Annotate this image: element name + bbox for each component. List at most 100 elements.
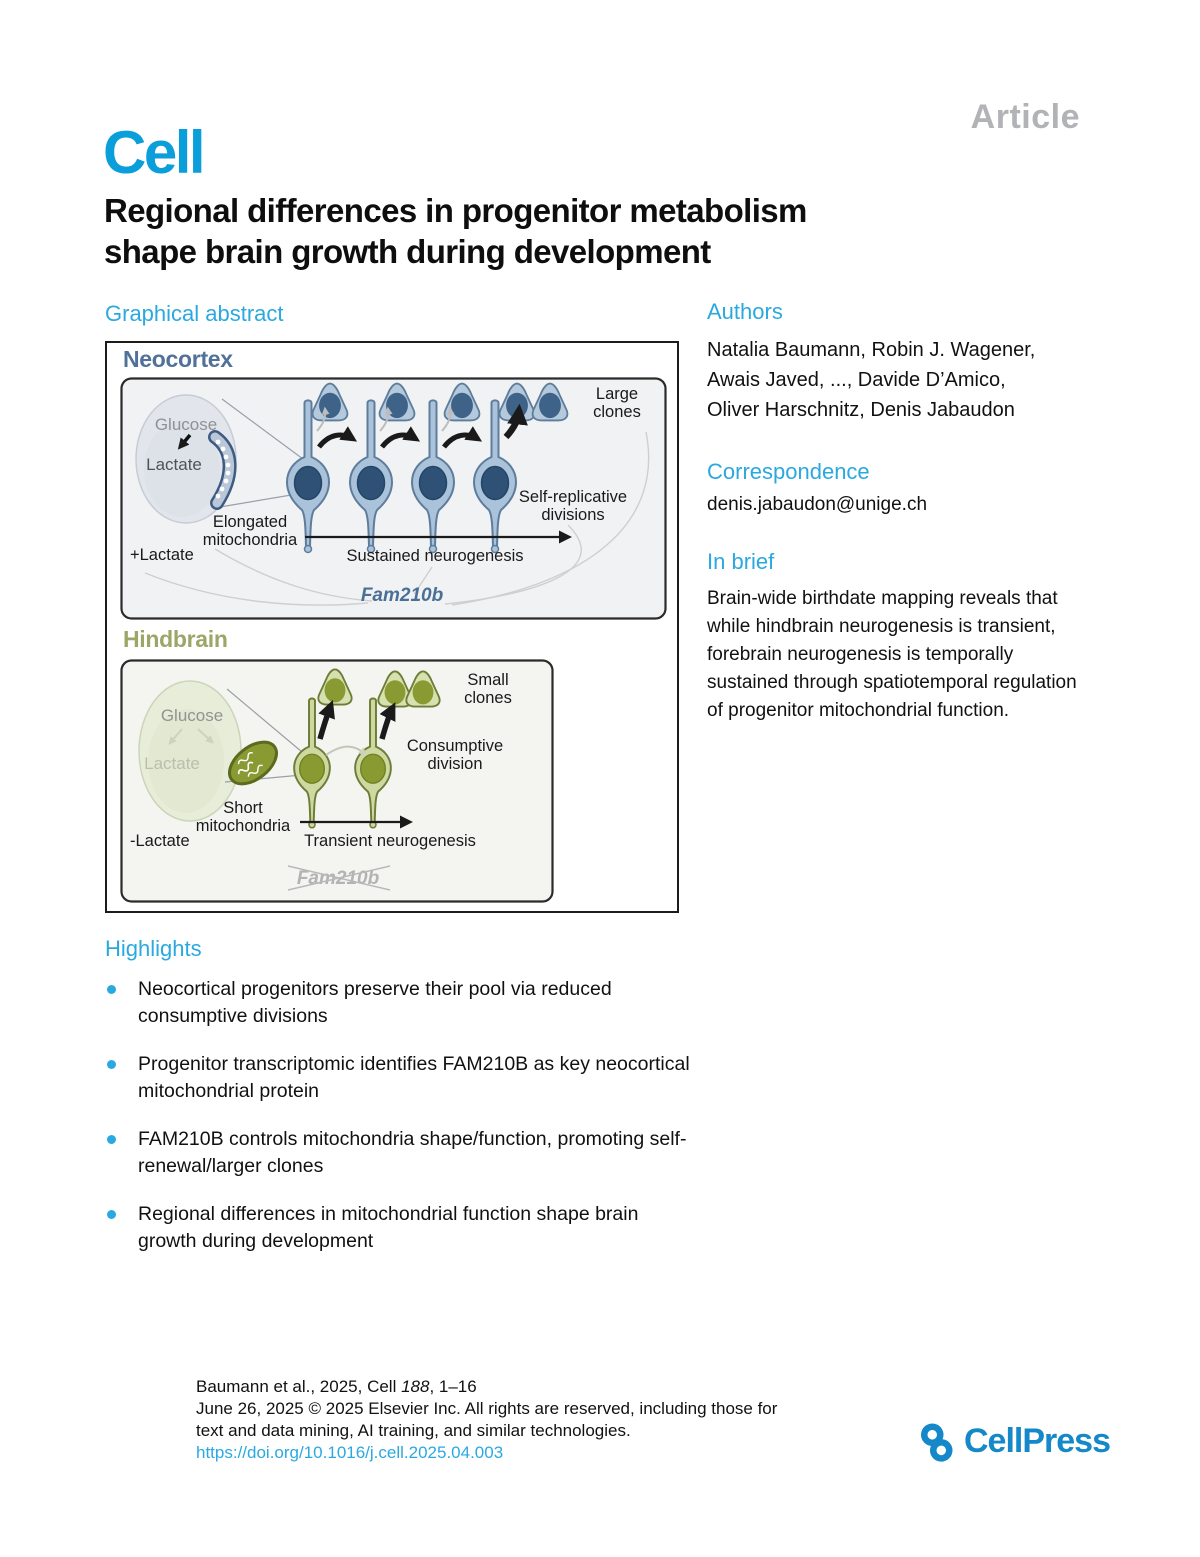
hindbrain-panel-title: Hindbrain [123, 626, 228, 652]
fam210b-crossed-out: Fam210b [287, 865, 391, 891]
cellpress-logo: CellPress [912, 1418, 1111, 1468]
hind-lactate-label: Lactate [144, 754, 200, 773]
nucleus [386, 392, 408, 419]
neuron-cell [405, 670, 441, 708]
short-mitochondria-label: mitochondria [196, 817, 291, 835]
elongated-mitochondria-label: Elongated [213, 513, 287, 531]
footer-citation-block: Baumann et al., 2025, Cell 188, 1–16 Jun… [196, 1376, 836, 1464]
highlights-heading: Highlights [105, 936, 202, 961]
highlight-item: FAM210B controls mitochondria shape/func… [105, 1126, 698, 1180]
highlights-section: Highlights Neocortical progenitors prese… [105, 936, 705, 1276]
highlight-item: Progenitor transcriptomic identifies FAM… [105, 1051, 698, 1105]
dot-icon [107, 1135, 116, 1144]
neo-lactate-label: Lactate [146, 455, 202, 474]
authors-heading: Authors [707, 299, 783, 324]
nucleus [359, 753, 387, 784]
nucleus [324, 678, 346, 703]
cell-journal-logo: Cell [103, 119, 206, 186]
progenitor-cell [285, 399, 331, 554]
neocortex-panel-frame [120, 377, 667, 620]
cellpress-wordmark: CellPress [964, 1422, 1111, 1460]
nucleus [480, 465, 510, 501]
nucleus [384, 680, 406, 705]
highlight-item: Regional differences in mitochondrial fu… [105, 1201, 698, 1255]
fam210b-gene-label: Fam210b [361, 585, 444, 606]
progenitor-cell [472, 399, 518, 554]
progenitor-cell [348, 399, 394, 554]
small-clones-label: Small [467, 671, 508, 689]
self-replicative-label: Self-replicative [519, 488, 627, 506]
citation-pre: Baumann et al., 2025, Cell [196, 1377, 402, 1396]
in-brief-heading: In brief [707, 549, 775, 574]
magnified-cell: Glucose Lactate [135, 394, 304, 524]
author-line: Awais Javed, ..., Davide D’Amico, [707, 369, 1006, 391]
sustained-neurogenesis-label: Sustained neurogenesis [346, 547, 523, 565]
short-mitochondria-label: Short [223, 799, 263, 817]
plus-lactate-label: +Lactate [130, 546, 194, 564]
small-clones-label: clones [464, 689, 512, 707]
paper-title-line1: Regional differences in progenitor metab… [104, 192, 807, 229]
metadata-column: Authors Natalia Baumann, Robin J. Wagene… [707, 299, 1107, 725]
highlights-list: Neocortical progenitors preserve their p… [105, 976, 705, 1255]
neuron-cells [317, 668, 441, 708]
consumptive-division-label: Consumptive [407, 737, 503, 755]
zoom-callout-line [221, 398, 304, 460]
author-line: Natalia Baumann, Robin J. Wagener, [707, 339, 1036, 361]
neo-glucose-label: Glucose [155, 415, 217, 434]
large-clones-label: Large [596, 385, 638, 403]
doi-link[interactable]: https://doi.org/10.1016/j.cell.2025.04.0… [196, 1443, 504, 1462]
self-replication-arrows [317, 403, 528, 449]
nucleus [356, 465, 386, 501]
neocortex-panel-title: Neocortex [123, 346, 233, 372]
neuron-cell [311, 382, 349, 422]
nucleus [451, 392, 473, 419]
author-names: Natalia Baumann, Robin J. Wagener, Awais… [707, 335, 1107, 425]
nucleus [418, 465, 448, 501]
dot-icon [107, 985, 116, 994]
magnified-cell: Glucose Lactate [138, 680, 303, 822]
in-brief-text: Brain-wide birthdate mapping reveals tha… [707, 588, 1077, 721]
graphical-abstract-box: Neocortex [105, 341, 679, 913]
progenitor-cells [285, 399, 518, 554]
short-mitochondria-icon [228, 740, 278, 786]
hind-glucose-label: Glucose [161, 706, 223, 725]
highlight-item: Neocortical progenitors preserve their p… [105, 976, 698, 1030]
transient-neurogenesis-label: Transient neurogenesis [304, 832, 476, 850]
neuron-cell [317, 668, 353, 706]
nucleus [293, 465, 323, 501]
zoom-callout-line [226, 688, 303, 753]
differentiation-arrows [316, 406, 455, 432]
elongated-mitochondria-label: mitochondria [203, 531, 298, 549]
neuron-cells [311, 382, 569, 422]
neocortex-panel-figure: Glucose Lactate [120, 377, 667, 620]
author-line: Oliver Harschnitz, Denis Jabaudon [707, 399, 1015, 421]
neuron-cell [377, 670, 413, 708]
dot-icon [107, 1210, 116, 1219]
self-replicative-label: divisions [541, 506, 604, 524]
footer-copyright-line2: text and data mining, AI training, and s… [196, 1421, 631, 1440]
nucleus [298, 753, 326, 784]
faint-glucose-arrow [168, 728, 183, 745]
progenitor-cells [293, 697, 392, 829]
elongated-mitochondria-icon [208, 430, 237, 510]
correspondence-heading: Correspondence [707, 459, 870, 484]
citation-pages: , 1–16 [429, 1377, 477, 1396]
progenitor-cell [410, 399, 456, 554]
consumptive-division-arrows [317, 700, 396, 740]
highlight-text: Regional differences in mitochondrial fu… [138, 1203, 639, 1252]
large-clones-label: clones [593, 403, 641, 421]
minus-lactate-label: -Lactate [130, 832, 190, 850]
progenitor-cell [354, 697, 392, 829]
highlight-text: Neocortical progenitors preserve their p… [138, 978, 612, 1027]
graphical-abstract-heading: Graphical abstract [105, 301, 284, 326]
faint-transition-arrow [325, 745, 367, 756]
nucleus [319, 392, 341, 419]
strikethrough-line [287, 865, 391, 891]
glucose-to-lactate-arrow [177, 433, 192, 450]
progenitor-cell [293, 697, 331, 829]
footer-copyright-line1: June 26, 2025 © 2025 Elsevier Inc. All r… [196, 1399, 778, 1418]
highlight-text: Progenitor transcriptomic identifies FAM… [138, 1053, 690, 1102]
correspondence-email-link[interactable]: denis.jabaudon@unige.ch [707, 494, 928, 515]
article-type-label: Article [970, 98, 1080, 136]
